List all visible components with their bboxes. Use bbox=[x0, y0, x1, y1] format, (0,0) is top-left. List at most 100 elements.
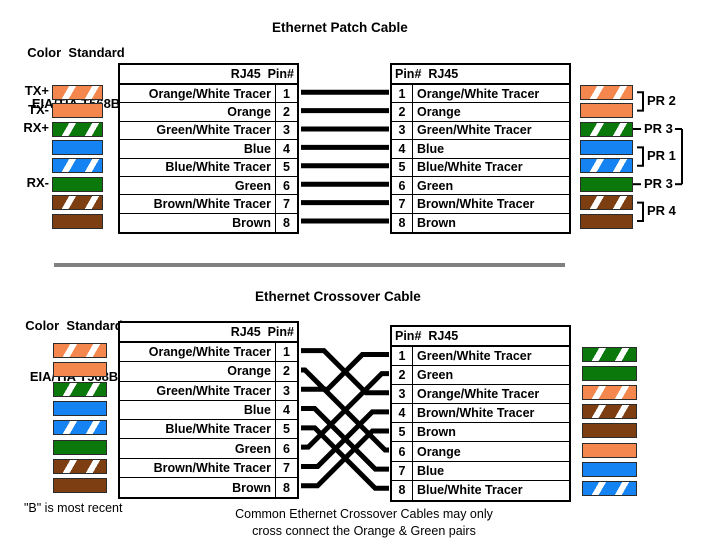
pin-number-cell: 2 bbox=[283, 364, 290, 379]
swatch-brown-white bbox=[52, 195, 103, 211]
swatch-blue-white bbox=[52, 158, 103, 174]
swatch-blue-white bbox=[582, 480, 637, 496]
pin-number-cell: 3 bbox=[283, 383, 290, 398]
pin-number-cell: 1 bbox=[392, 347, 413, 366]
pin-number-cell: 7 bbox=[392, 461, 413, 480]
pin-number-cell: 7 bbox=[392, 195, 413, 213]
crossover-right-table-header: Pin# RJ45 bbox=[392, 327, 569, 347]
pair-bracket-PR1 bbox=[637, 146, 644, 167]
pin-number-cell: 4 bbox=[392, 404, 413, 423]
pin-number-cell: 8 bbox=[283, 480, 290, 495]
wire-name-cell: Green bbox=[120, 176, 276, 195]
wire-name-cell: Blue bbox=[417, 141, 445, 156]
signal-label-tx: TX- bbox=[28, 101, 49, 117]
swatch-blue bbox=[580, 139, 633, 155]
swatch-green bbox=[53, 439, 107, 455]
swatch-orange-white bbox=[53, 343, 107, 359]
pin-number-cell: 2 bbox=[283, 105, 290, 120]
pin-number-cell: 6 bbox=[283, 178, 290, 193]
swatch-green bbox=[52, 176, 103, 192]
footnote-crossover-line1: Common Ethernet Crossover Cables may onl… bbox=[235, 507, 493, 521]
pin-number-cell: 4 bbox=[283, 141, 290, 156]
wire-name-cell: Green/White Tracer bbox=[417, 349, 532, 364]
pin-number-cell: 2 bbox=[392, 366, 413, 385]
swatch-brown-white bbox=[582, 404, 637, 420]
table-row: 7 Brown/White Tracer bbox=[392, 195, 569, 214]
color-standard-line1: Color Standard bbox=[25, 318, 123, 333]
color-standard-line1: Color Standard bbox=[27, 45, 125, 60]
wire-name-cell: Orange bbox=[417, 444, 461, 459]
wire-name-cell: Blue/White Tracer bbox=[120, 158, 276, 176]
pin-number-cell: 4 bbox=[392, 140, 413, 158]
footnote-b-most-recent: "B" is most recent bbox=[24, 501, 123, 515]
wire-name-cell: Green bbox=[417, 368, 454, 383]
swatch-green-white bbox=[582, 347, 637, 363]
wire-name-cell: Green/White Tracer bbox=[120, 121, 276, 140]
pin-number-cell: 1 bbox=[392, 85, 413, 103]
swatch-blue-white bbox=[580, 158, 633, 174]
swatch-green bbox=[582, 366, 637, 382]
wire-name-cell: Brown/White Tracer bbox=[417, 406, 535, 421]
wire-name-cell: Orange bbox=[120, 362, 276, 381]
wire-name-cell: Brown/White Tracer bbox=[417, 197, 535, 212]
pin-number-cell: 4 bbox=[283, 403, 290, 418]
wire-name-cell: Orange/White Tracer bbox=[417, 387, 540, 402]
footnote-crossover-note: Common Ethernet Crossover Cables may onl… bbox=[218, 506, 510, 540]
table-row: 4 Brown/White Tracer bbox=[392, 404, 569, 424]
swatch-brown bbox=[582, 423, 637, 439]
crossover-cable-title: Ethernet Crossover Cable bbox=[255, 289, 421, 304]
swatch-orange-white bbox=[52, 84, 103, 100]
pin-number-cell: 3 bbox=[283, 123, 290, 138]
swatch-blue bbox=[52, 139, 103, 155]
wire-name-cell: Blue bbox=[120, 140, 276, 158]
wire-name-cell: Orange/White Tracer bbox=[120, 343, 276, 362]
swatch-orange-white bbox=[580, 84, 633, 100]
swatch-green-white bbox=[53, 381, 107, 397]
wire-name-cell: Brown bbox=[417, 215, 456, 230]
wire-name-cell: Brown bbox=[120, 213, 276, 233]
swatch-brown bbox=[53, 478, 107, 494]
signal-label-tx: TX+ bbox=[24, 83, 49, 99]
pin-number-cell: 7 bbox=[283, 460, 290, 475]
swatch-brown-white bbox=[580, 195, 633, 211]
swatch-blue bbox=[53, 401, 107, 417]
pair-label-pr1: PR 1 bbox=[647, 148, 676, 164]
table-row: 4 Blue bbox=[392, 140, 569, 159]
pin-number-cell: 8 bbox=[283, 215, 290, 230]
wire-name-cell: Brown/White Tracer bbox=[120, 458, 276, 478]
patch-left-table-header: RJ45 Pin# bbox=[120, 65, 297, 85]
crossover-left-table-header: RJ45 Pin# bbox=[120, 323, 297, 343]
swatch-brown bbox=[580, 213, 633, 229]
pin-number-cell: 7 bbox=[283, 197, 290, 212]
wire-name-cell: Orange bbox=[120, 103, 276, 121]
section-divider bbox=[54, 263, 565, 267]
table-row: Green/White Tracer 3 bbox=[120, 121, 297, 141]
table-row: 2 Green bbox=[392, 366, 569, 386]
swatch-green-white bbox=[580, 121, 633, 137]
swatch-orange bbox=[52, 103, 103, 119]
pin-number-cell: 1 bbox=[283, 345, 290, 360]
table-row: Brown 8 bbox=[120, 213, 297, 233]
wire-name-cell: Green bbox=[417, 178, 454, 193]
wire-name-cell: Brown bbox=[417, 425, 456, 440]
wire-name-cell: Green/White Tracer bbox=[417, 123, 532, 138]
table-row: Orange 2 bbox=[120, 362, 297, 382]
table-row: Orange 2 bbox=[120, 103, 297, 122]
signal-label-rx: RX+ bbox=[23, 120, 49, 135]
